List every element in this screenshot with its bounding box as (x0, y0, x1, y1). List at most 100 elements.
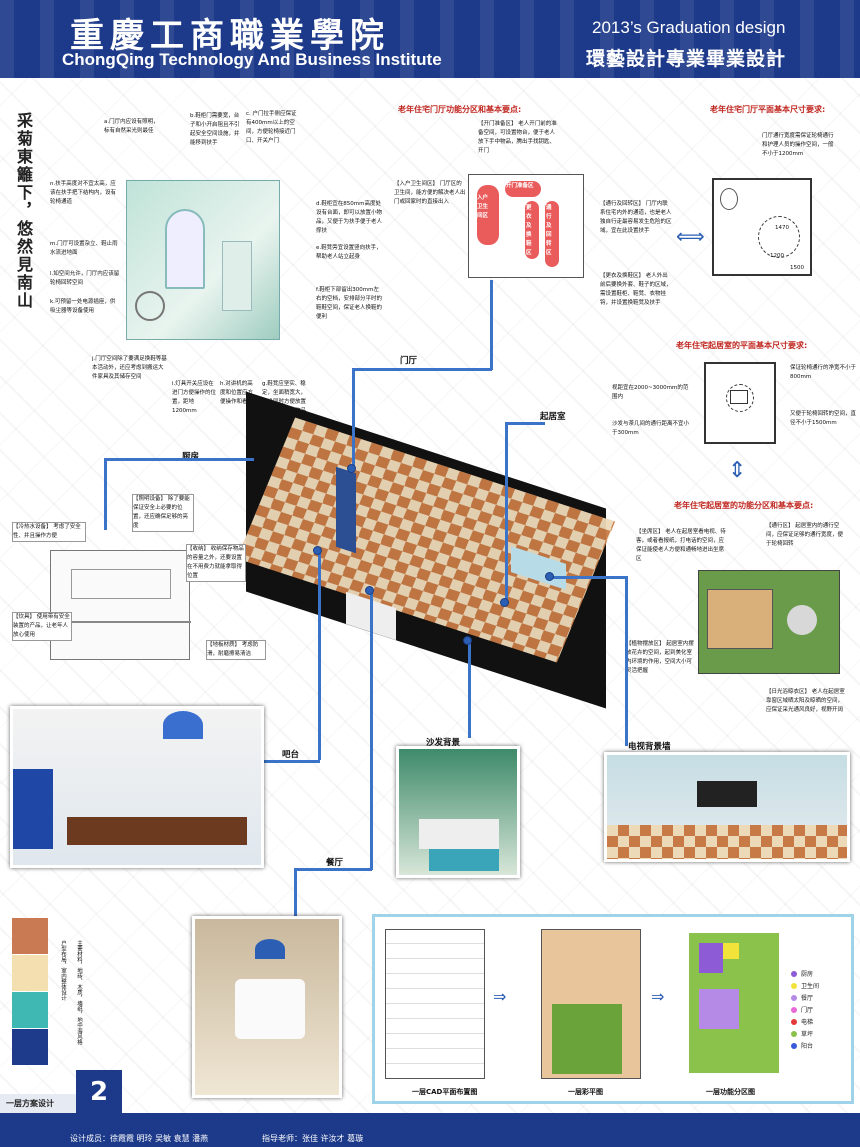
func-plan (689, 933, 779, 1073)
entry-note-h: h.对讲机的高度和位置应方便操作和看 (220, 381, 254, 405)
school-name-cn: 重慶工商職業學院 (70, 16, 390, 56)
label-foyer: 门厅 (400, 356, 418, 366)
kitchen-note-floor: 【地板材质】 考虑防滑，耐磨擦易清洁 (206, 640, 266, 660)
living-zone-plan (698, 570, 840, 674)
tv-wall-photo (604, 752, 850, 862)
plans-panel: ⇒ ⇒ 厨房卫生间餐厅门厅电梯草坪阳台 (372, 914, 854, 1104)
living-zone-pass: 【通行区】 起居室内的通行空间，应保证足够的通行宽度，便于轮椅回转 (766, 523, 844, 547)
footer-plan-label: 一层方案设计 (0, 1094, 76, 1114)
arrow-icon-2: ⇒ (651, 987, 665, 1006)
label-bar: 吧台 (282, 750, 300, 760)
legend-dot (791, 1031, 797, 1037)
func-legend: 厨房卫生间餐厅门厅电梯草坪阳台 (791, 971, 851, 1061)
label-tv-wall: 电视背景墙 (628, 742, 671, 752)
entry-zone-wc: 【入户卫生间区】 门厅区的卫生间，能方便的解决老人出门或回家时的直接出入 (394, 181, 466, 205)
school-name-en: ChongQing Technology And Business Instit… (62, 50, 442, 69)
header-banner: 重慶工商職業學院 ChongQing Technology And Busine… (0, 0, 860, 78)
label-dining: 餐厅 (326, 858, 344, 868)
living-zone-sun: 【日光浴晾衣区】 老人在起居室靠窗区域晒太阳及晾晒的空间，应保证采光通风良好，视… (766, 689, 845, 713)
swatch-text-a: 户型布局，室内整体设计 (60, 940, 66, 1001)
swatch-text-b: 主要材料，地砖、木质，墙纸，地中海风格 (76, 940, 82, 1045)
legend-label: 餐厅 (801, 995, 814, 1002)
cad-plan (385, 929, 485, 1079)
legend-dot (791, 1043, 797, 1049)
kitchen-note-cookware: 【炊具】 使用带有安全装置的产品，让老年人放心使用 (12, 612, 72, 641)
kitchen-note-light: 【照明设备】 除了要能保证安全上必要的位置，还应确保足够的亮度 (132, 494, 194, 532)
entry-bathroom-render (126, 180, 280, 340)
floor-3d-render (226, 391, 626, 720)
entry-zone-title: 老年住宅门厅功能分区和基本要点: (398, 105, 522, 114)
legend-label: 阳台 (801, 1043, 814, 1050)
legend-label: 电梯 (801, 1019, 814, 1026)
label-sofa-wall: 沙发背景 (426, 738, 461, 748)
entry-zone-plan (468, 174, 584, 278)
label-kitchen: 厨房 (182, 452, 200, 462)
living-size-d: 又便于轮椅回转的空间，直径不小于1500mm (790, 411, 857, 426)
entry-note-a: a.门厅内应设有照明，标有自然采光则最佳 (104, 119, 159, 134)
swatch-navy (12, 1029, 48, 1065)
entry-note-i: i.灯具开关应设在进门方便操作的位置，距地1200mm (172, 381, 217, 414)
entry-note-l: l.如空间允许，门厅内应该留轮椅回转空间 (50, 271, 120, 286)
entry-size-title: 老年住宅门厅平面基本尺寸要求: (710, 105, 826, 114)
legend-dot (791, 971, 797, 977)
bar-photo (10, 706, 264, 868)
kitchen-note-storage: 【收纳】 收纳保存物品的容量之外，还要设置在不用费力就能拿取得位置 (186, 544, 246, 582)
entry-zone-prep: 【开门准备区】 老人开门前的准备空间，可设置物台，便于老人放下手中物品，腾出手找… (478, 121, 557, 154)
entry-size-dim-3: 1500 (790, 265, 804, 271)
plan-label-pass: 通行及回转区 (546, 205, 552, 256)
plan-color-label: 一层彩平图 (568, 1088, 603, 1096)
plan-label-wc: 入户卫生间区 (477, 195, 489, 219)
legend-dot (791, 995, 797, 1001)
dining-photo (192, 916, 342, 1098)
living-zone-seat: 【坐席区】 老人在起居室看电视、待客，或者看报纸，打电话的空间，应保证能使老人方… (636, 529, 726, 562)
legend-label: 门厅 (801, 1007, 814, 1014)
living-size-a: 视距宜在2000~3000mm的范围内 (612, 385, 689, 400)
design-members: 设计成员：徐霞霞 明玲 吴敏 袁慧 潘燕 (70, 1134, 209, 1143)
living-size-plan (704, 362, 776, 444)
label-living: 起居室 (540, 412, 566, 422)
kitchen-note-water: 【冷热水设备】 考虑了安全性、并且操作方便 (12, 522, 86, 542)
plan-label-prep: 开门准备区 (506, 183, 534, 189)
legend-label: 厨房 (801, 971, 814, 978)
vertical-arrow-icon: ⇕ (728, 458, 747, 483)
legend-label: 草坪 (801, 1031, 814, 1038)
double-arrow-icon: ⟺ (676, 224, 705, 248)
legend-dot (791, 1019, 797, 1025)
entry-note-n: n.扶手高度对不宜太高，应该在扶手把下结构内，设有轮椅通道 (50, 181, 117, 205)
color-plan (541, 929, 641, 1079)
poem-text: 采菊東籬下，悠然見南山 (14, 112, 33, 310)
living-size-title: 老年住宅起居室的平面基本尺寸要求: (676, 341, 808, 350)
living-size-c: 保证轮椅通行的净宽不小于800mm (790, 365, 857, 380)
arrow-icon: ⇒ (493, 987, 507, 1006)
kitchen-sketch (50, 550, 191, 660)
graduation-title-en: 2013’s Graduation design (592, 18, 786, 37)
plan-func-label: 一层功能分区图 (706, 1088, 755, 1096)
advisors: 指导老师：张佳 许汝才 葛璇 (262, 1134, 364, 1143)
plan-cad-label: 一层CAD平面布置图 (412, 1088, 478, 1096)
entry-note-j: j.门厅空间除了要满足换鞋等基本活动外，还应考虑到搬运大件家具及其储存空间 (92, 356, 167, 380)
entry-size-dim-2: 1200 (770, 253, 784, 259)
sofa-photo (396, 746, 520, 878)
entry-note-f: f.鞋柜下部留出300mm左右的空档，安排部分平时的鞋鞋空间，保证老人换鞋的便利 (316, 287, 383, 320)
footer-bar: 设计成员：徐霞霞 明玲 吴敏 袁慧 潘燕 指导老师：张佳 许汝才 葛璇 (0, 1113, 860, 1147)
living-zone-plant: 【植物摆放区】 起居室内摆放花卉的空间，起到美化室内环境的作用，空间大小可灵活把… (626, 641, 694, 674)
plan-label-change: 更衣及换鞋区 (526, 205, 532, 256)
living-size-b: 沙发与茶几间的通行距离不宜小于300mm (612, 421, 690, 436)
entry-note-e: e.鞋凳旁宜设置竖向扶手，帮助老人站立起身 (316, 245, 382, 260)
entry-size-note: 门厅通行宽度需保证轮椅通行和护理人员的操作空间，一般不小于1200mm (762, 133, 834, 157)
entry-note-b: b.鞋柜门需要宽，台子和小开启阻且不引起安全空间设施，并能移到扶手 (190, 113, 240, 146)
entry-zone-pass: 【通行及回转区】 门厅内联系住宅内外的通道，也是老人独自行走最容易发生危险的区域… (600, 201, 672, 234)
living-zone-title: 老年住宅起居室的功能分区和基本要点: (674, 501, 814, 510)
entry-note-m: m.门厅可设置杂立、鞋止雨水流进地面 (50, 241, 118, 256)
entry-note-k: k.可预留一处电源插座，供吸尘器等设备使用 (50, 299, 116, 314)
page-number: 2 (76, 1070, 122, 1114)
entry-note-d: d.鞋柜宜在850mm高度处设有台面，即可以放置小物品，又便于为扶手便于老人撑扶 (316, 201, 383, 234)
legend-dot (791, 983, 797, 989)
legend-label: 卫生间 (801, 983, 820, 990)
swatch-cream (12, 955, 48, 991)
entry-size-dim-1: 1470 (775, 225, 789, 231)
legend-dot (791, 1007, 797, 1013)
entry-note-c: c. 户门拉手侧应保证有400mm以上的空间，方便轮椅接近门口、开关户门 (246, 111, 297, 144)
graduation-title-cn: 環藝設計專業畢業設計 (586, 48, 787, 70)
entry-size-plan (712, 178, 812, 276)
